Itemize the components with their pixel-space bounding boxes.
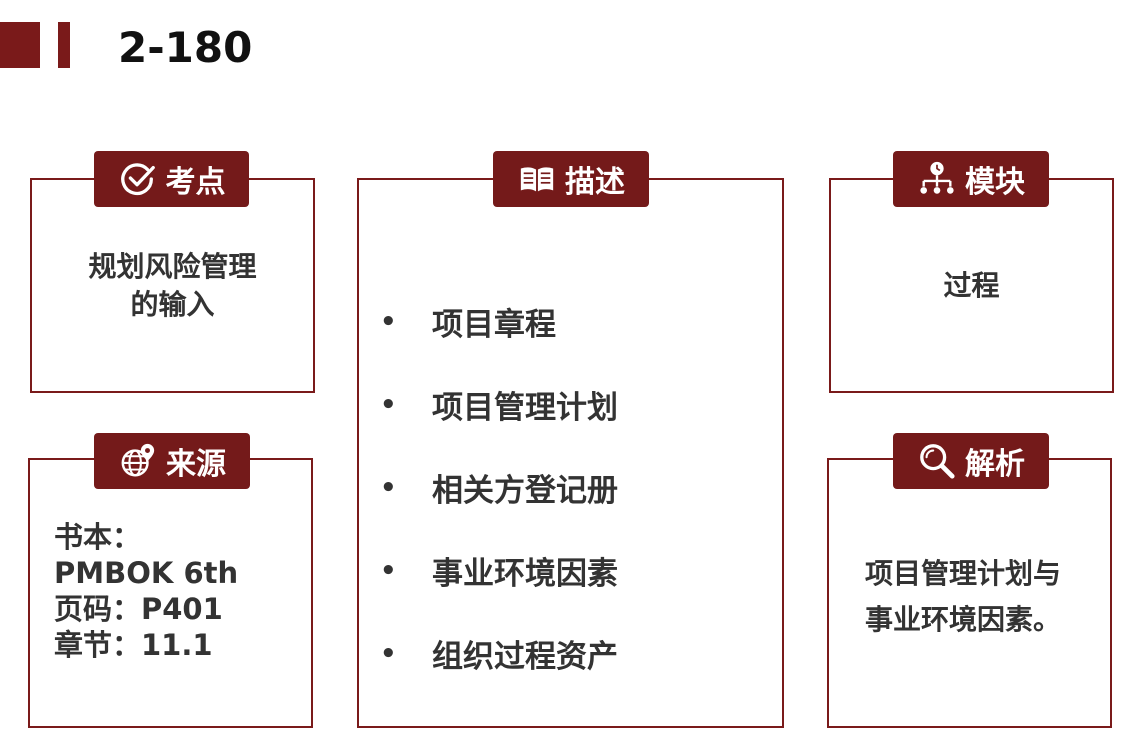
globe-pin-icon [118, 441, 158, 481]
tag-label: 解析 [965, 447, 1025, 482]
list-item: • 组织过程资产 [380, 612, 618, 695]
source-page: 页码：P401 [54, 592, 223, 626]
card-mokuai [829, 178, 1114, 393]
tag-miaoshu: 描述 [493, 151, 649, 207]
card-kaodian [30, 178, 315, 393]
bullet-dot: • [380, 638, 397, 669]
header-bar-block [0, 22, 40, 68]
tag-jiexi: 解析 [893, 433, 1049, 489]
tag-label: 模块 [965, 165, 1025, 200]
list-item: • 事业环境因素 [380, 529, 618, 612]
list-item-text: 组织过程资产 [432, 639, 618, 675]
list-item-text: 项目章程 [432, 307, 556, 343]
page-title: 2-180 [118, 23, 253, 72]
tag-laiyuan: 来源 [94, 433, 250, 489]
header-bar-stripe [58, 22, 70, 68]
list-item-text: 相关方登记册 [432, 473, 618, 509]
card-miaoshu [357, 178, 784, 728]
laiyuan-text: 书本： PMBOK 6th 页码：P401 章节：11.1 [54, 519, 304, 663]
bullet-dot: • [380, 306, 397, 337]
tag-label: 来源 [166, 447, 226, 482]
tag-kaodian: 考点 [94, 151, 249, 207]
jiexi-text: 项目管理计划与 事业环境因素。 [829, 551, 1097, 643]
tag-mokuai: 模块 [893, 151, 1049, 207]
kaodian-line-2: 的输入 [130, 288, 215, 321]
jiexi-line-2: 事业环境因素。 [864, 603, 1061, 636]
jiexi-line-1: 项目管理计划与 [864, 557, 1061, 590]
hierarchy-icon [917, 159, 957, 199]
list-item: • 相关方登记册 [380, 446, 618, 529]
kaodian-line-1: 规划风险管理 [88, 250, 257, 283]
bullet-dot: • [380, 555, 397, 586]
magnifier-icon [917, 441, 957, 481]
list-item-text: 事业环境因素 [432, 556, 618, 592]
bullet-dot: • [380, 389, 397, 420]
tag-label: 描述 [565, 165, 625, 200]
kaodian-text: 规划风险管理 的输入 [32, 248, 313, 324]
description-list: • 项目章程 • 项目管理计划 • 相关方登记册 • 事业环境因素 • 组织过程资产 [380, 280, 618, 695]
list-item: • 项目章程 [380, 280, 618, 363]
list-item-text: 项目管理计划 [432, 390, 618, 426]
open-book-icon [517, 159, 557, 199]
check-circle-icon [118, 159, 158, 199]
source-book-value: PMBOK 6th [54, 556, 239, 590]
source-chapter: 章节：11.1 [54, 628, 213, 662]
mokuai-text: 过程 [943, 269, 1000, 302]
source-book-label: 书本： [54, 520, 142, 554]
bullet-dot: • [380, 472, 397, 503]
tag-label: 考点 [165, 165, 226, 200]
list-item: • 项目管理计划 [380, 363, 618, 446]
